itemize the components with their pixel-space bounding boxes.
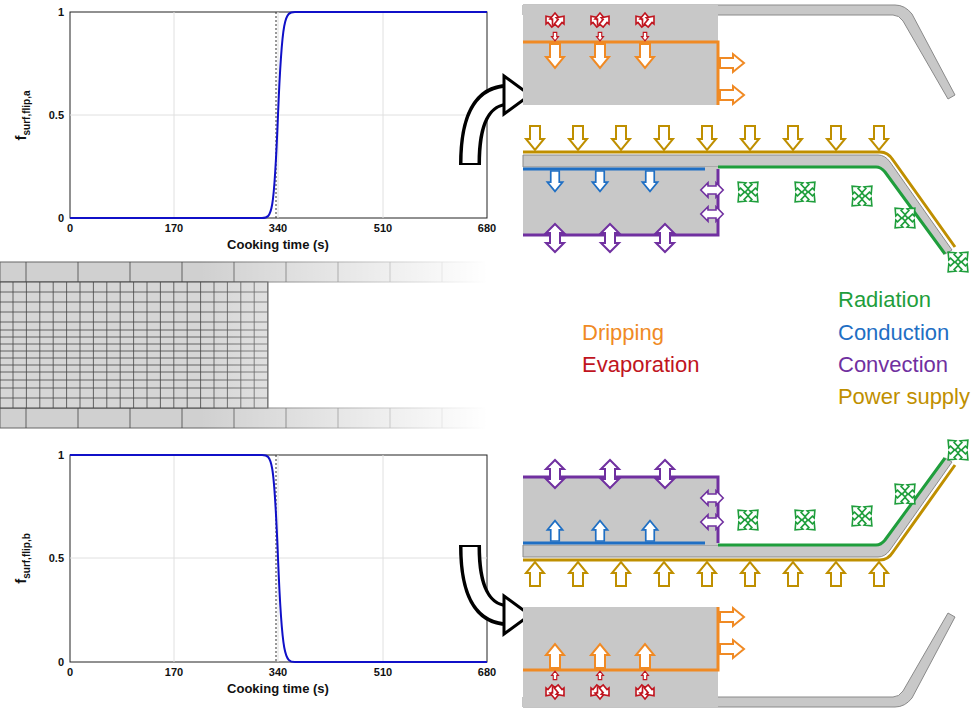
tick-label: 680 xyxy=(478,222,496,234)
legend-text: Radiation xyxy=(838,287,931,312)
tick-label: 680 xyxy=(478,666,496,678)
legend-text: Evaporation xyxy=(582,352,699,377)
tick-label: 1 xyxy=(58,6,64,18)
legend-entry: Radiation xyxy=(838,288,931,312)
axis-title: Cooking time (s) xyxy=(227,238,329,252)
legend-entry: Convection xyxy=(838,353,948,377)
axis-subscript: surf,flip,a xyxy=(21,90,32,135)
axis-subscript: surf,flip,b xyxy=(21,533,32,579)
tick-label: 510 xyxy=(374,222,392,234)
axis-title: fsurf,flip,b xyxy=(13,533,32,584)
axis-title: Cooking time (s) xyxy=(227,682,329,696)
axis-title: fsurf,flip,a xyxy=(13,90,32,140)
tick-label: 170 xyxy=(165,666,183,678)
tick-label: 510 xyxy=(374,666,392,678)
tick-label: 340 xyxy=(269,222,287,234)
axis-symbol: f xyxy=(12,578,29,583)
mesh xyxy=(0,260,487,430)
legend-text: Conduction xyxy=(838,320,949,345)
legend-text: Dripping xyxy=(582,320,664,345)
grill-schematic-flipped xyxy=(523,437,971,707)
axis-symbol: f xyxy=(12,135,29,140)
legend-text: Power supply xyxy=(838,384,970,409)
legend-text: Convection xyxy=(838,352,948,377)
tick-label: 0.5 xyxy=(49,109,64,121)
grill-schematic xyxy=(523,5,971,275)
chart-a xyxy=(70,12,487,218)
legend-entry: Conduction xyxy=(838,321,949,345)
legend-entry: Dripping xyxy=(582,321,664,345)
legend-entry: Evaporation xyxy=(582,353,699,377)
tick-label: 0 xyxy=(67,222,73,234)
tick-label: 0 xyxy=(58,656,64,668)
chart-b xyxy=(70,455,487,662)
tick-label: 0.5 xyxy=(49,552,64,564)
tick-label: 0 xyxy=(67,666,73,678)
legend-entry: Power supply xyxy=(838,385,970,409)
tick-label: 340 xyxy=(269,666,287,678)
tick-label: 170 xyxy=(165,222,183,234)
flip-arrow xyxy=(470,76,530,634)
tick-label: 1 xyxy=(58,449,64,461)
tick-label: 0 xyxy=(58,212,64,224)
